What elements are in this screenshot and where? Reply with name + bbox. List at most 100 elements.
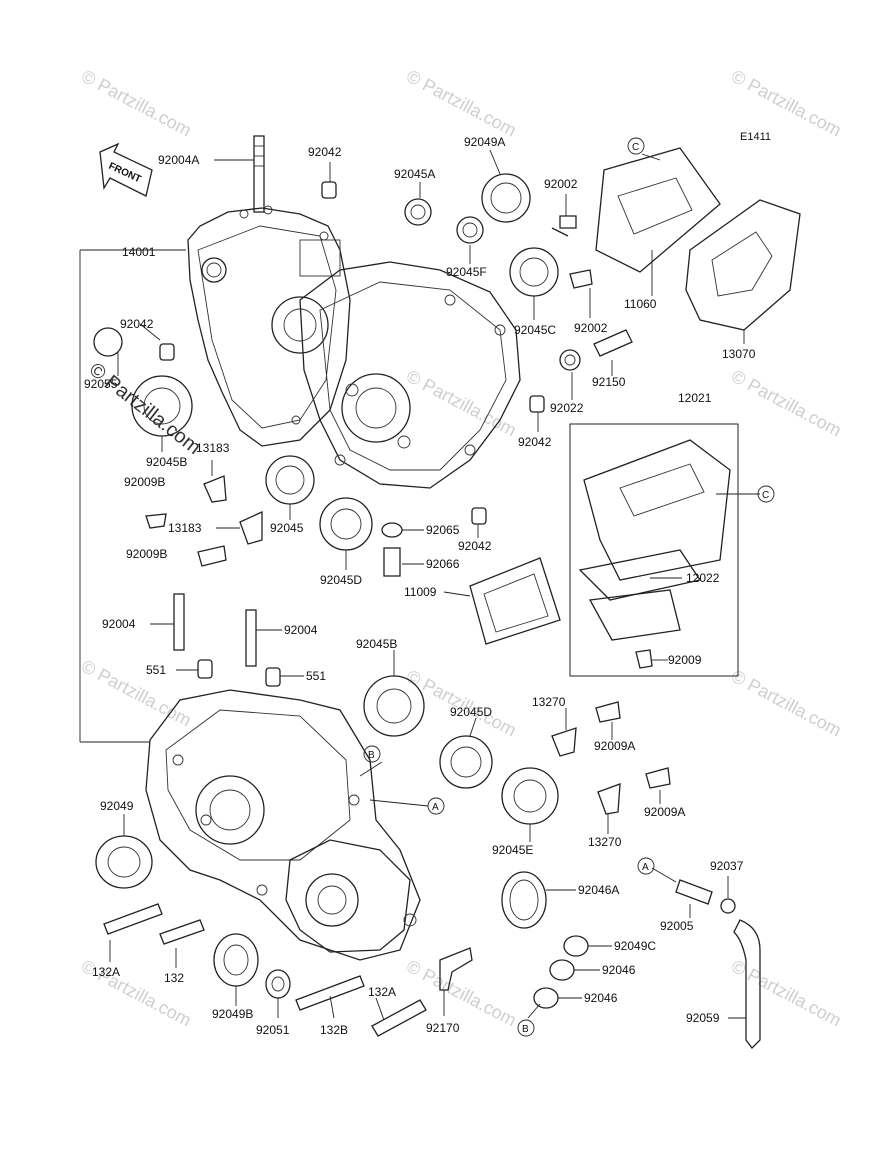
oil-seal-92049A — [481, 173, 531, 223]
part-label: 551 — [306, 669, 326, 683]
dowel-pin — [471, 507, 487, 525]
svg-text:B: B — [522, 1024, 529, 1035]
reed-valve-assembly-box — [569, 423, 739, 677]
bearing-92045A — [404, 198, 432, 226]
part-label: 92045 — [270, 521, 304, 535]
bearing-92045 — [265, 455, 315, 505]
part-label: 92045B — [356, 637, 397, 651]
bracket — [203, 475, 227, 503]
leader-lines — [79, 149, 760, 1021]
part-label: 92049B — [212, 1007, 253, 1021]
watermark: © Partzilla.com — [728, 666, 844, 741]
part-label: 132 — [164, 971, 184, 985]
bearing-92045B — [363, 675, 425, 737]
part-label: 92042 — [308, 145, 342, 159]
part-label: 92045E — [492, 843, 533, 857]
front-arrow-icon: FRONT — [99, 142, 153, 197]
part-label: 92037 — [710, 859, 744, 873]
part-label: 92004A — [158, 153, 199, 167]
oil-seal-92049 — [95, 835, 153, 889]
part-label: 92009B — [124, 475, 165, 489]
svg-text:A: A — [432, 802, 439, 813]
bushing-92046A — [501, 871, 547, 929]
callout-a-fitting: A — [637, 857, 655, 875]
svg-text:A: A — [642, 862, 649, 873]
part-label: 13270 — [532, 695, 566, 709]
upper-crankcase-left — [187, 205, 351, 447]
part-label: 13070 — [722, 347, 756, 361]
part-label: 11009 — [404, 585, 437, 599]
dowel-pin — [197, 659, 213, 679]
bolt — [595, 701, 621, 723]
svg-text:C: C — [632, 142, 639, 153]
callout-b-case: B — [363, 745, 381, 763]
part-label: 92042 — [518, 435, 552, 449]
part-label: 13270 — [588, 835, 622, 849]
part-label: 132A — [92, 965, 120, 979]
watermark: © Partzilla.com — [728, 66, 844, 141]
callout-a-case: A — [427, 797, 445, 815]
part-label: 92150 — [592, 375, 626, 389]
dowel-pin — [159, 343, 175, 361]
part-label: 13183 — [168, 521, 202, 535]
part-label: 92002 — [544, 177, 578, 191]
watermark-dark: © Partzilla.com — [85, 359, 205, 459]
part-label: 92046A — [578, 883, 619, 897]
bolt — [569, 269, 593, 289]
diagram-code: E1411 — [740, 131, 771, 143]
hose — [733, 919, 761, 1049]
part-label: 92051 — [256, 1023, 290, 1037]
watermark: © Partzilla.com — [403, 366, 519, 441]
watermark: © Partzilla.com — [728, 366, 844, 441]
part-label: 11060 — [624, 297, 657, 311]
bearing-92045D — [439, 735, 493, 789]
part-labels: 92004A 92042 92045A 92049A 92002 14001 9… — [84, 135, 756, 1037]
stud-bolt — [173, 593, 185, 651]
drain-plug — [383, 547, 401, 577]
part-label: 12021 — [678, 391, 712, 405]
bolt — [551, 215, 577, 237]
bearing-92045E — [501, 767, 559, 825]
bushing — [563, 935, 589, 957]
part-label: 92046 — [602, 963, 636, 977]
washer — [559, 349, 581, 371]
washer — [381, 522, 403, 538]
bracket — [551, 727, 577, 757]
part-label: 92042 — [120, 317, 154, 331]
watermark: © Partzilla.com — [403, 666, 519, 741]
lower-crankcase — [145, 689, 421, 961]
part-label: 92045F — [446, 265, 487, 279]
part-label: 92045D — [450, 705, 492, 719]
bearing-92045C — [509, 247, 559, 297]
bracket — [239, 510, 263, 545]
part-label: 92002 — [574, 321, 608, 335]
part-label: 92009 — [668, 653, 702, 667]
part-label: 92042 — [458, 539, 492, 553]
bolt — [371, 999, 427, 1037]
part-label: 92005 — [660, 919, 694, 933]
svg-text:B: B — [368, 750, 375, 761]
clamp — [439, 947, 473, 991]
part-label: 92170 — [426, 1021, 460, 1035]
hose-clamp — [720, 898, 736, 914]
callout-c-reed: C — [757, 485, 775, 503]
part-label: 92009A — [644, 805, 685, 819]
part-label: 13183 — [196, 441, 230, 455]
part-label: 92055 — [84, 377, 118, 391]
part-label: 14001 — [122, 245, 156, 259]
watermark: © Partzilla.com — [403, 66, 519, 141]
part-label: 551 — [146, 663, 166, 677]
part-label: 92045B — [146, 455, 187, 469]
bolt — [645, 767, 671, 789]
part-label: 92065 — [426, 523, 460, 537]
svg-text:C: C — [762, 490, 769, 501]
stud-bolt — [253, 135, 265, 213]
bolt — [295, 975, 365, 1011]
part-label: 92049 — [100, 799, 134, 813]
bearing-92045D — [319, 497, 373, 551]
part-label: 12022 — [686, 571, 720, 585]
dowel-pin — [265, 667, 281, 687]
bearing-92045F — [456, 216, 484, 244]
oil-seal-92049B — [213, 933, 259, 987]
